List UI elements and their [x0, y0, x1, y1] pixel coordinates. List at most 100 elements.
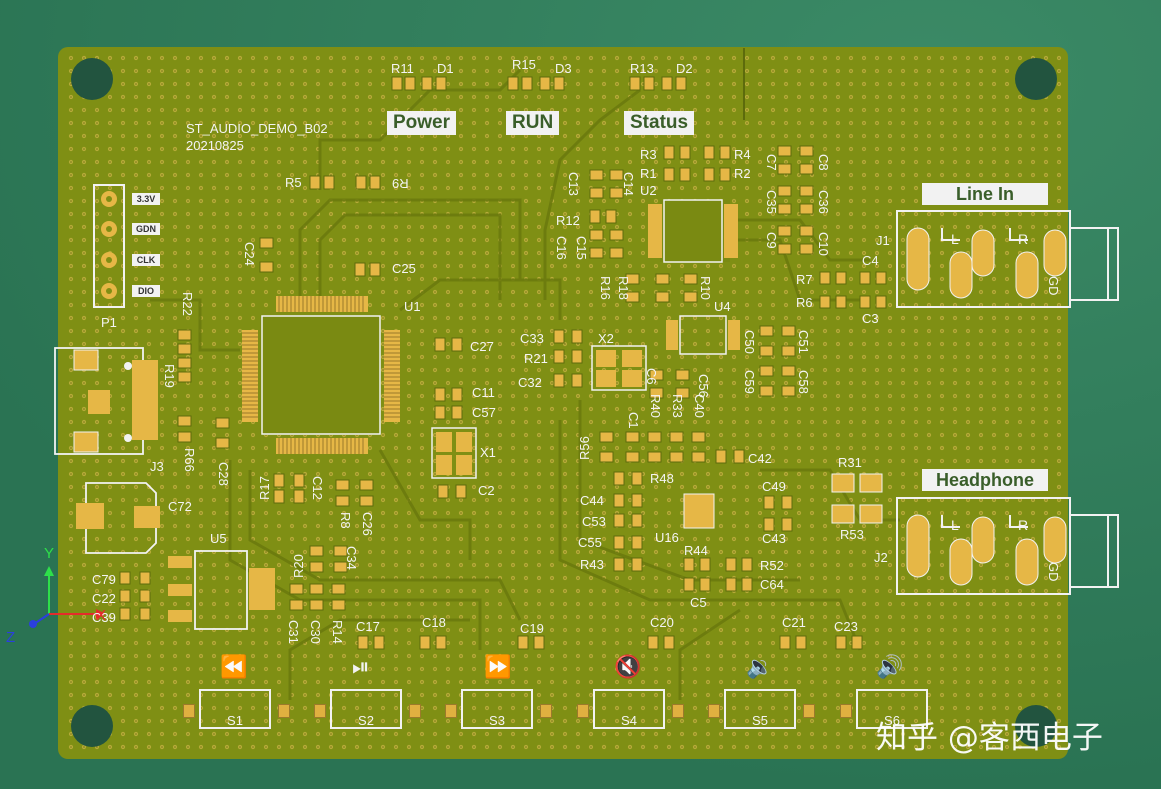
ref-c44: C44: [580, 493, 604, 508]
ref-c10: C10: [816, 232, 831, 256]
switch-s6[interactable]: S6: [856, 689, 928, 729]
ref-c36: C36: [816, 190, 831, 214]
ref-r14: R14: [330, 620, 345, 644]
ref-c59: C59: [742, 370, 757, 394]
u4-opamp: [666, 315, 740, 355]
ref-c5: C5: [690, 595, 707, 610]
ref-x1: X1: [480, 445, 496, 460]
ref-c1: C1: [626, 412, 641, 429]
ref-c26: C26: [360, 512, 375, 536]
j1-gnd: GD: [1046, 276, 1061, 296]
rewind-icon: ⏪: [220, 654, 248, 679]
status-label: Status: [624, 111, 695, 135]
u2-codec: [648, 199, 738, 263]
ref-c17: C17: [356, 619, 380, 634]
ref-c79: C79: [92, 572, 116, 587]
ref-c57: C57: [472, 405, 496, 420]
ref-r12: R12: [556, 213, 580, 228]
switch-s3[interactable]: S3: [461, 689, 533, 729]
ref-r16: R16: [598, 276, 613, 300]
ref-r31: R31: [838, 455, 862, 470]
j2-jack: [896, 497, 1119, 595]
ref-c24: C24: [242, 242, 257, 266]
switch-s2[interactable]: S2: [330, 689, 402, 729]
ref-c34: C34: [344, 546, 359, 570]
ref-r17: R17: [257, 476, 272, 500]
ref-r7: R7: [796, 272, 813, 287]
ref-r5: R5: [285, 175, 302, 190]
ref-c12: C12: [310, 476, 325, 500]
mounting-hole: [71, 58, 113, 100]
ref-r40: R40: [648, 394, 663, 418]
axis-y-label: Y: [44, 545, 55, 562]
ref-r4: R4: [734, 147, 751, 162]
ref-c30: C30: [308, 620, 323, 644]
ref-r2: R2: [734, 166, 751, 181]
ref-d3: D3: [555, 61, 572, 76]
switch-s1[interactable]: S1: [199, 689, 271, 729]
ref-c11: C11: [472, 385, 495, 400]
ref-r21: R21: [524, 351, 548, 366]
ref-r22: R22: [180, 292, 195, 316]
ref-u1: U1: [404, 299, 421, 314]
ref-r13: R13: [630, 61, 654, 76]
ref-c55: C55: [578, 535, 602, 550]
x2-crystal: [591, 345, 647, 391]
ref-c3: C3: [862, 311, 879, 326]
ref-r44: R44: [684, 543, 708, 558]
ref-c50: C50: [742, 330, 757, 354]
ref-c6: C6: [644, 368, 659, 385]
axis-z-label: Z: [6, 629, 16, 646]
ref-r53: R53: [840, 527, 864, 542]
switch-s4[interactable]: S4: [593, 689, 665, 729]
ref-r15: R15: [512, 57, 536, 72]
ref-c33: C33: [520, 331, 544, 346]
pin-label-dio: DIO: [132, 285, 160, 297]
ref-c42: C42: [748, 451, 772, 466]
ref-c16: C16: [554, 236, 569, 260]
switch-s5[interactable]: S5: [724, 689, 796, 729]
watermark: 知乎 @客西电子: [876, 720, 1103, 756]
ref-c28: C28: [216, 462, 231, 486]
ref-r33: R33: [670, 394, 685, 418]
ref-u4: U4: [714, 299, 731, 314]
ref-u16: U16: [655, 530, 679, 545]
switch-s2-label: S2: [358, 713, 374, 728]
mounting-hole: [1015, 705, 1057, 747]
ref-c31: C31: [286, 620, 301, 644]
ref-j2: J2: [874, 550, 888, 565]
ref-r43: R43: [580, 557, 604, 572]
ref-c35: C35: [764, 190, 779, 214]
ref-c21: C21: [782, 615, 806, 630]
volume-up-icon: 🔊: [876, 654, 904, 679]
ref-r52: R52: [760, 558, 784, 573]
ref-r11: R11: [391, 61, 414, 76]
ref-c15: C15: [574, 236, 589, 260]
ref-c43: C43: [762, 531, 786, 546]
j1-pin-r: R: [1018, 231, 1029, 247]
ref-r6: R6: [796, 295, 813, 310]
mute-icon: 🔇: [614, 654, 642, 679]
j2-gnd: GD: [1046, 562, 1061, 582]
ref-x2: X2: [598, 331, 614, 346]
ref-r20: R20: [291, 554, 306, 578]
switch-s4-label: S4: [621, 713, 637, 728]
ref-r18: R18: [616, 276, 631, 300]
ref-r9: R9: [392, 176, 409, 191]
ref-c40: C40: [692, 394, 707, 418]
ref-r66: R66: [182, 448, 197, 472]
ref-c39: C39: [92, 610, 116, 625]
j1-jack: [896, 210, 1119, 308]
switch-s3-label: S3: [489, 713, 505, 728]
switch-s5-label: S5: [752, 713, 768, 728]
p1-header: [93, 184, 125, 308]
play-pause-icon: ⏯: [352, 654, 370, 679]
axis-triad: [29, 566, 106, 628]
ref-c9: C9: [764, 232, 779, 249]
ref-r3: R3: [640, 147, 657, 162]
ref-j3: J3: [150, 459, 164, 474]
ref-c8: C8: [816, 154, 831, 171]
ref-c22: C22: [92, 591, 116, 606]
ref-r19: R19: [162, 364, 177, 388]
